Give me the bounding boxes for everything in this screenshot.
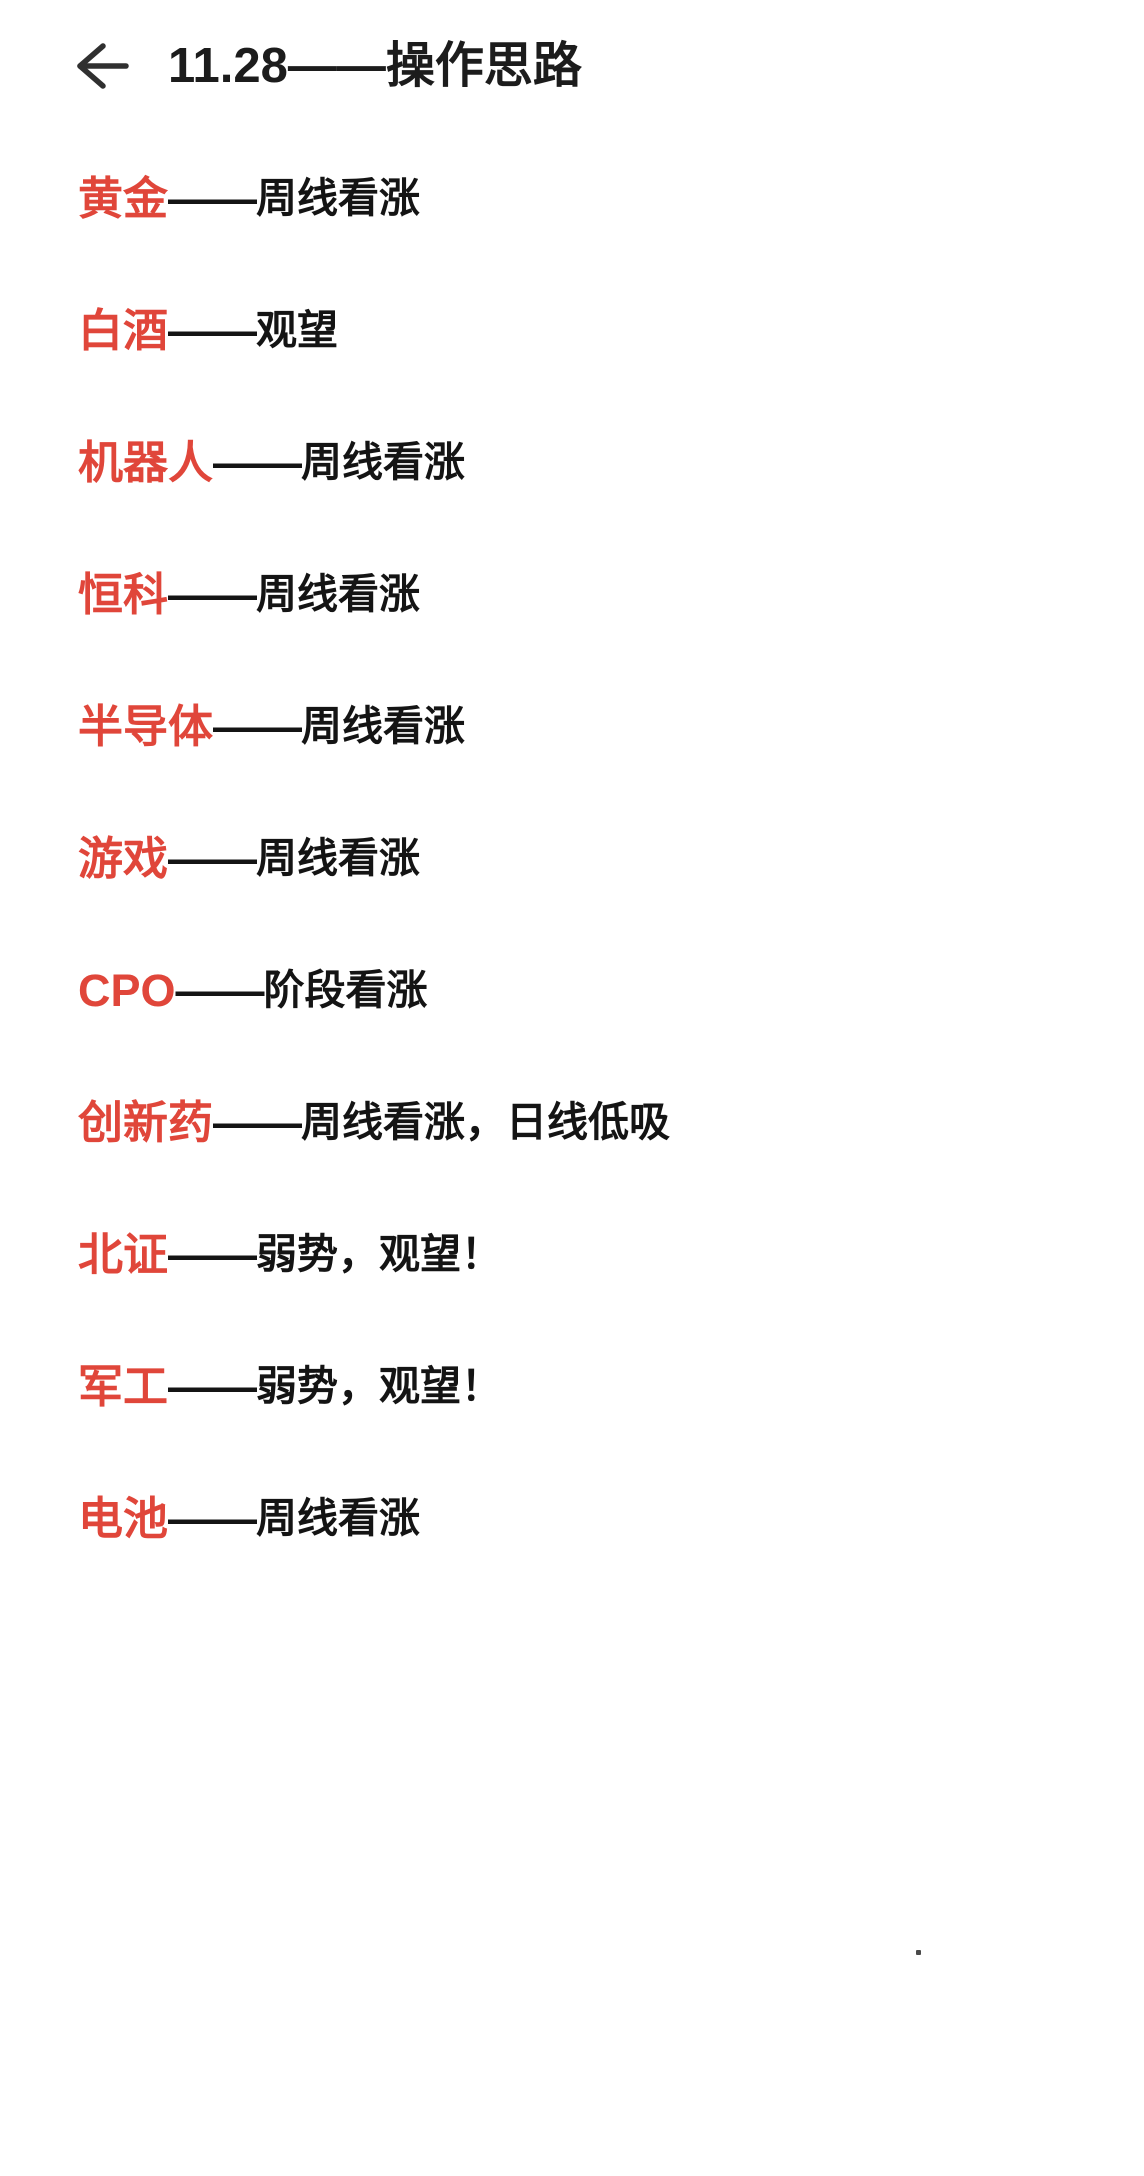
sector-description: 弱势，观望！: [256, 1230, 503, 1277]
page-header: 11.28——操作思路: [0, 0, 1144, 132]
sector-separator: ——: [168, 304, 257, 356]
list-item[interactable]: CPO——阶段看涨: [0, 924, 1144, 1056]
sector-separator: ——: [168, 1228, 257, 1280]
speck-artifact: [916, 1950, 921, 1955]
sector-description: 弱势，观望！: [256, 1362, 503, 1409]
sector-separator: ——: [213, 436, 302, 488]
sector-description: 周线看涨，日线低吸: [301, 1098, 671, 1145]
sector-description: 周线看涨: [301, 702, 466, 749]
sector-name: 机器人: [78, 436, 214, 488]
sector-name: CPO: [78, 964, 176, 1016]
sector-name: 恒科: [78, 568, 169, 620]
sector-name: 北证: [78, 1228, 169, 1280]
list-item[interactable]: 恒科——周线看涨: [0, 528, 1144, 660]
sector-description: 观望: [256, 306, 339, 353]
sector-separator: ——: [168, 832, 257, 884]
back-arrow-icon[interactable]: [66, 31, 136, 101]
list-item[interactable]: 黄金——周线看涨: [0, 132, 1144, 264]
sector-name: 白酒: [78, 304, 169, 356]
sector-list: 黄金——周线看涨 白酒——观望 机器人——周线看涨 恒科——周线看涨 半导体——…: [0, 132, 1144, 1584]
sector-description: 周线看涨: [256, 1494, 421, 1541]
list-item[interactable]: 机器人——周线看涨: [0, 396, 1144, 528]
list-item[interactable]: 白酒——观望: [0, 264, 1144, 396]
sector-description: 周线看涨: [256, 570, 421, 617]
sector-separator: ——: [168, 172, 257, 224]
sector-name: 游戏: [78, 832, 169, 884]
sector-separator: ——: [175, 964, 265, 1016]
sector-name: 电池: [78, 1492, 169, 1544]
sector-separator: ——: [213, 1096, 302, 1148]
sector-description: 周线看涨: [256, 174, 421, 221]
sector-description: 周线看涨: [301, 438, 466, 485]
sector-description: 周线看涨: [256, 834, 421, 881]
sector-separator: ——: [213, 700, 302, 752]
sector-name: 半导体: [78, 700, 214, 752]
list-item[interactable]: 创新药——周线看涨，日线低吸: [0, 1056, 1144, 1188]
sector-separator: ——: [168, 1360, 257, 1412]
list-item[interactable]: 游戏——周线看涨: [0, 792, 1144, 924]
list-item[interactable]: 电池——周线看涨: [0, 1452, 1144, 1584]
list-item[interactable]: 北证——弱势，观望！: [0, 1188, 1144, 1320]
sector-description: 阶段看涨: [263, 966, 428, 1013]
sector-separator: ——: [168, 568, 257, 620]
list-item[interactable]: 军工——弱势，观望！: [0, 1320, 1144, 1452]
sector-separator: ——: [168, 1492, 257, 1544]
list-item[interactable]: 半导体——周线看涨: [0, 660, 1144, 792]
sector-name: 黄金: [78, 172, 169, 224]
page-title: 11.28——操作思路: [168, 38, 582, 93]
sector-name: 军工: [78, 1360, 169, 1412]
sector-name: 创新药: [78, 1096, 214, 1148]
